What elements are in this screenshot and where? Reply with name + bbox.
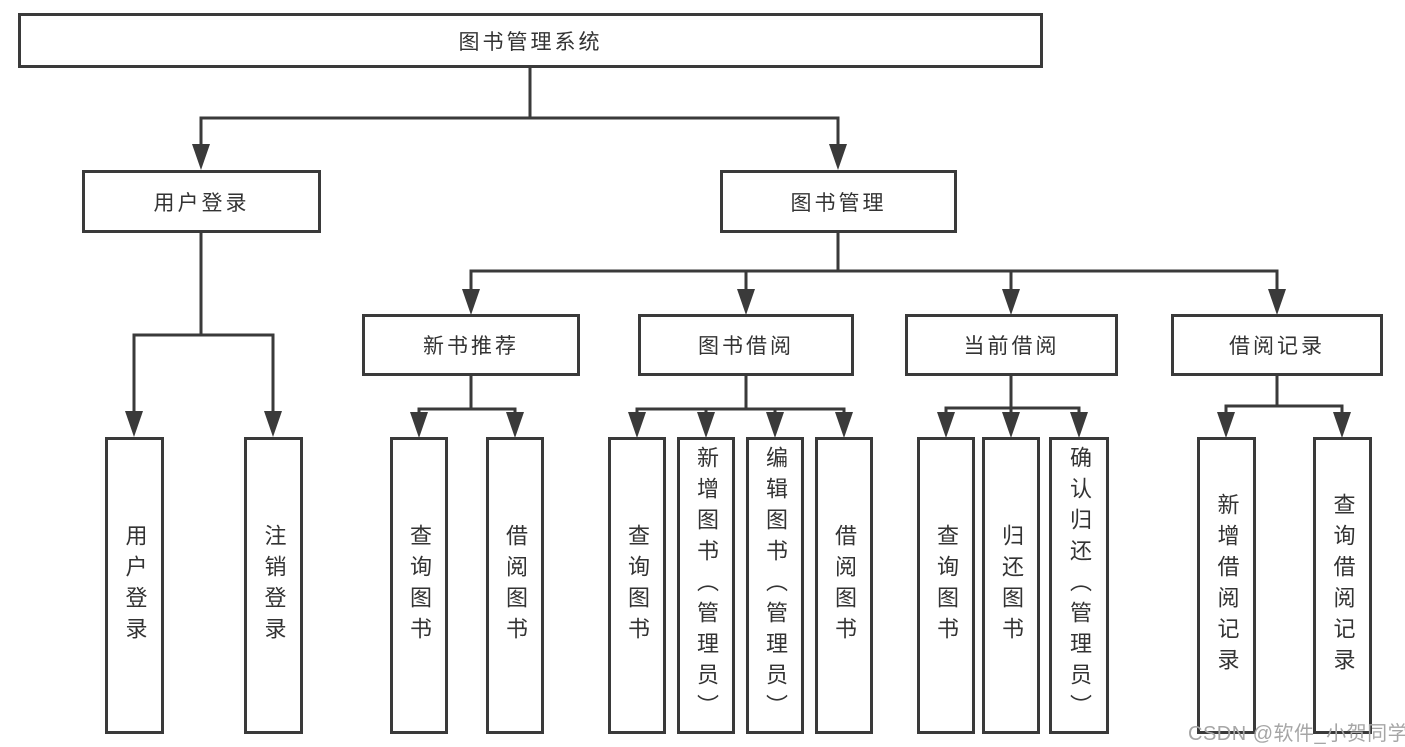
edges-user-login-to-leaves [125, 231, 282, 437]
node-leaf-query-book-current-label: 查询图书 [934, 523, 959, 648]
csdn-watermark: CSDN @软件_小贺同学 [1188, 723, 1405, 745]
node-new-book-rec: 新书推荐 [362, 314, 580, 376]
node-leaf-query-book-current: 查询图书 [917, 437, 975, 734]
node-borrow-records-label: 借阅记录 [1229, 335, 1325, 358]
node-leaf-add-borrow-record-label: 新增借阅记录 [1214, 492, 1240, 679]
node-leaf-borrow-book-label: 借阅图书 [832, 523, 857, 648]
node-leaf-borrow-book-rec-label: 借阅图书 [503, 523, 528, 648]
node-borrow-records: 借阅记录 [1171, 314, 1383, 376]
node-leaf-confirm-return: 确认归还（管理员） [1049, 437, 1109, 734]
node-current-borrow: 当前借阅 [905, 314, 1118, 376]
node-leaf-add-book: 新增图书（管理员） [677, 437, 735, 734]
node-leaf-logout-label: 注销登录 [261, 523, 287, 648]
node-book-mgmt-label: 图书管理 [790, 191, 887, 215]
node-leaf-query-book-rec: 查询图书 [390, 437, 448, 734]
node-leaf-query-book-rec-label: 查询图书 [407, 523, 432, 648]
node-leaf-borrow-book: 借阅图书 [815, 437, 873, 734]
node-book-borrow-label: 图书借阅 [698, 335, 794, 358]
edges-borrow-records-to-leaves [1217, 374, 1351, 438]
node-user-login: 用户登录 [82, 170, 321, 233]
node-leaf-borrow-book-rec: 借阅图书 [486, 437, 544, 734]
node-leaf-user-login-label: 用户登录 [122, 523, 148, 648]
edges-new-book-rec-to-leaves [410, 374, 524, 438]
node-leaf-query-book-borrow: 查询图书 [608, 437, 666, 734]
node-root-label: 图书管理系统 [458, 30, 603, 54]
node-leaf-query-borrow-record-label: 查询借阅记录 [1330, 492, 1356, 679]
node-book-borrow: 图书借阅 [638, 314, 854, 376]
edges-book-borrow-to-leaves [628, 374, 853, 438]
node-book-mgmt: 图书管理 [720, 170, 957, 233]
node-leaf-edit-book-label: 编辑图书（管理员） [763, 446, 788, 725]
node-leaf-query-borrow-record: 查询借阅记录 [1313, 437, 1372, 734]
edges-current-borrow-to-leaves [937, 374, 1088, 438]
node-leaf-return-book-label: 归还图书 [999, 523, 1024, 648]
edges-root-to-level2 [192, 67, 847, 170]
node-leaf-query-book-borrow-label: 查询图书 [625, 523, 650, 648]
node-root: 图书管理系统 [18, 13, 1043, 68]
node-leaf-logout: 注销登录 [244, 437, 303, 734]
edges-book-mgmt-to-level3 [462, 231, 1286, 315]
node-leaf-add-borrow-record: 新增借阅记录 [1197, 437, 1256, 734]
node-leaf-return-book: 归还图书 [982, 437, 1040, 734]
node-user-login-label: 用户登录 [153, 191, 250, 215]
node-new-book-rec-label: 新书推荐 [423, 335, 519, 358]
node-leaf-confirm-return-label: 确认归还（管理员） [1067, 446, 1092, 725]
node-leaf-edit-book: 编辑图书（管理员） [746, 437, 804, 734]
node-current-borrow-label: 当前借阅 [963, 335, 1060, 358]
node-leaf-user-login: 用户登录 [105, 437, 164, 734]
node-leaf-add-book-label: 新增图书（管理员） [694, 446, 719, 725]
